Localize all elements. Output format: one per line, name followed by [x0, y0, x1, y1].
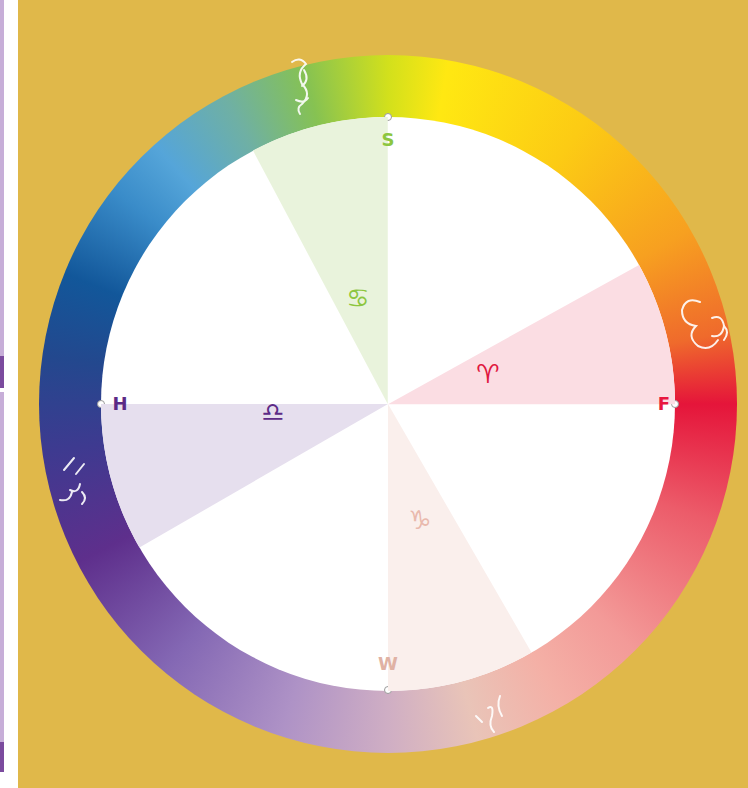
zodiac-sector: ♎	[101, 404, 388, 548]
side-bars	[0, 0, 18, 788]
direction-letter: S	[382, 131, 395, 149]
zodiac-symbol: ♈	[476, 361, 499, 387]
zodiac-symbol: ♑	[408, 507, 431, 533]
zodiac-sector: ♋	[253, 117, 388, 404]
direction-letter: W	[378, 655, 398, 673]
side-strip	[0, 0, 18, 788]
sector-shape	[101, 404, 388, 548]
zodiac-symbol: ♋	[346, 285, 369, 311]
zodiac-sector: ♑	[388, 404, 532, 691]
sector-shape	[388, 265, 675, 405]
direction-letter: H	[112, 395, 127, 413]
zodiac-sector: ♈	[388, 265, 675, 405]
direction-letter: F	[658, 395, 670, 413]
sector-shape	[388, 404, 532, 691]
sector-shape	[253, 117, 388, 404]
zodiac-symbol: ♎	[261, 399, 284, 425]
